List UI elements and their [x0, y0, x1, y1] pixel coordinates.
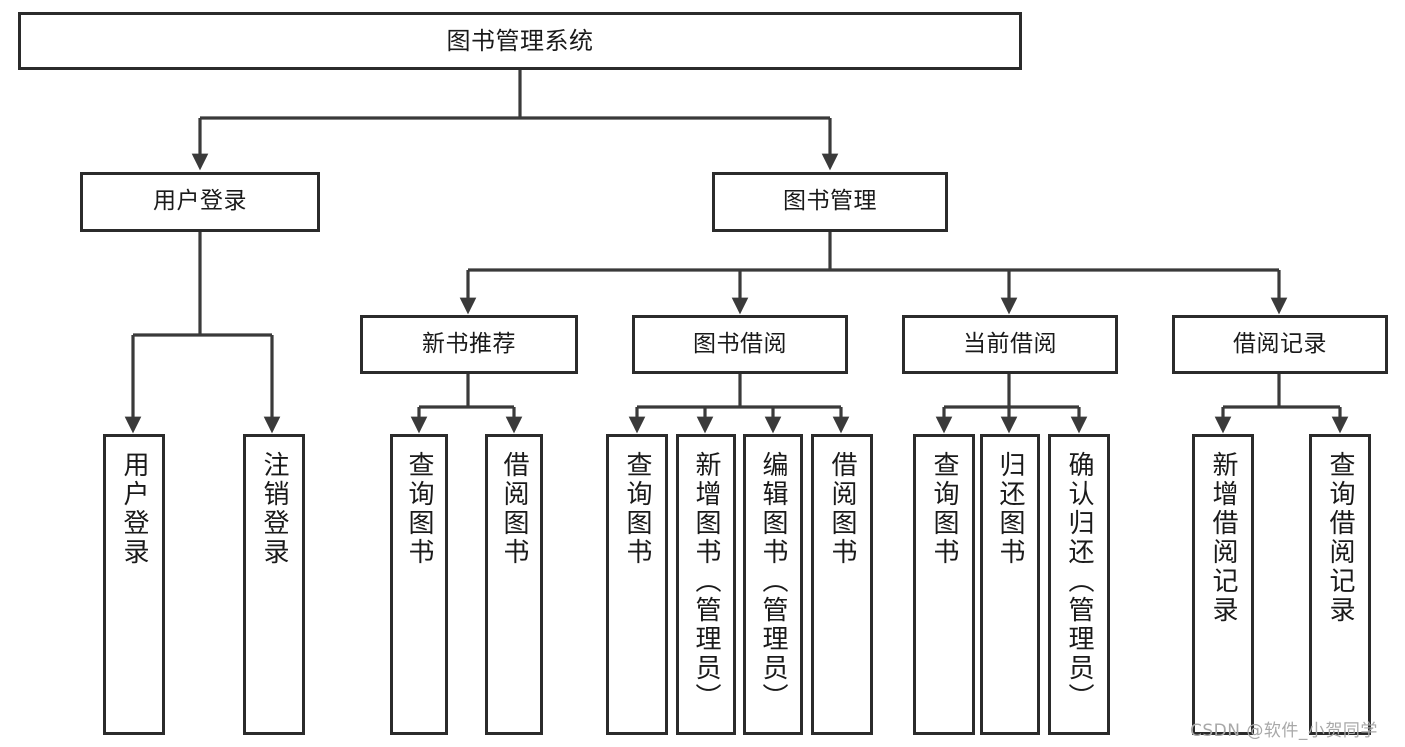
node-leaf-query-book-recommend[interactable]: 查询图书 — [390, 434, 448, 735]
node-label: 查询图书 — [929, 451, 959, 567]
node-label: 图书借阅 — [693, 330, 787, 357]
node-user-login[interactable]: 用户登录 — [80, 172, 320, 232]
node-leaf-logout[interactable]: 注销登录 — [243, 434, 305, 735]
csdn-watermark: CSDN @软件_小贺同学 — [1190, 721, 1378, 741]
node-label: 用户登录 — [153, 188, 247, 215]
node-label: 新增借阅记录 — [1208, 451, 1238, 625]
node-label: 查询图书 — [404, 451, 434, 567]
node-leaf-confirm-return-admin[interactable]: 确认归还（管理员） — [1048, 434, 1110, 735]
node-label: 新书推荐 — [422, 330, 516, 357]
node-label: 注销登录 — [259, 451, 289, 567]
node-leaf-borrow-book-recommend[interactable]: 借阅图书 — [485, 434, 543, 735]
node-label: 编辑图书（管理员） — [758, 451, 788, 712]
node-leaf-edit-book-admin[interactable]: 编辑图书（管理员） — [743, 434, 803, 735]
node-leaf-query-book-current[interactable]: 查询图书 — [913, 434, 975, 735]
node-leaf-user-login[interactable]: 用户登录 — [103, 434, 165, 735]
node-book-borrow[interactable]: 图书借阅 — [632, 315, 848, 374]
node-leaf-return-book[interactable]: 归还图书 — [980, 434, 1040, 735]
node-leaf-query-book-borrow[interactable]: 查询图书 — [606, 434, 668, 735]
node-new-book-recommend[interactable]: 新书推荐 — [360, 315, 578, 374]
node-leaf-query-borrow-record[interactable]: 查询借阅记录 — [1309, 434, 1371, 735]
node-leaf-add-book-admin[interactable]: 新增图书（管理员） — [676, 434, 736, 735]
node-label: 当前借阅 — [963, 330, 1057, 357]
node-label: 确认归还（管理员） — [1064, 451, 1094, 712]
node-label: 新增图书（管理员） — [691, 451, 721, 712]
node-label: 借阅图书 — [827, 451, 857, 567]
node-borrow-record[interactable]: 借阅记录 — [1172, 315, 1388, 374]
node-label: 查询图书 — [622, 451, 652, 567]
node-label: 图书管理 — [783, 188, 877, 215]
node-label: 用户登录 — [119, 451, 149, 567]
node-label: 借阅图书 — [499, 451, 529, 567]
node-label: 归还图书 — [995, 451, 1025, 567]
node-label: 借阅记录 — [1233, 330, 1327, 357]
node-label: 图书管理系统 — [446, 26, 594, 55]
node-leaf-add-borrow-record[interactable]: 新增借阅记录 — [1192, 434, 1254, 735]
node-leaf-borrow-book[interactable]: 借阅图书 — [811, 434, 873, 735]
node-current-borrow[interactable]: 当前借阅 — [902, 315, 1118, 374]
node-book-management[interactable]: 图书管理 — [712, 172, 948, 232]
node-label: 查询借阅记录 — [1325, 451, 1355, 625]
node-root-system[interactable]: 图书管理系统 — [18, 12, 1022, 70]
